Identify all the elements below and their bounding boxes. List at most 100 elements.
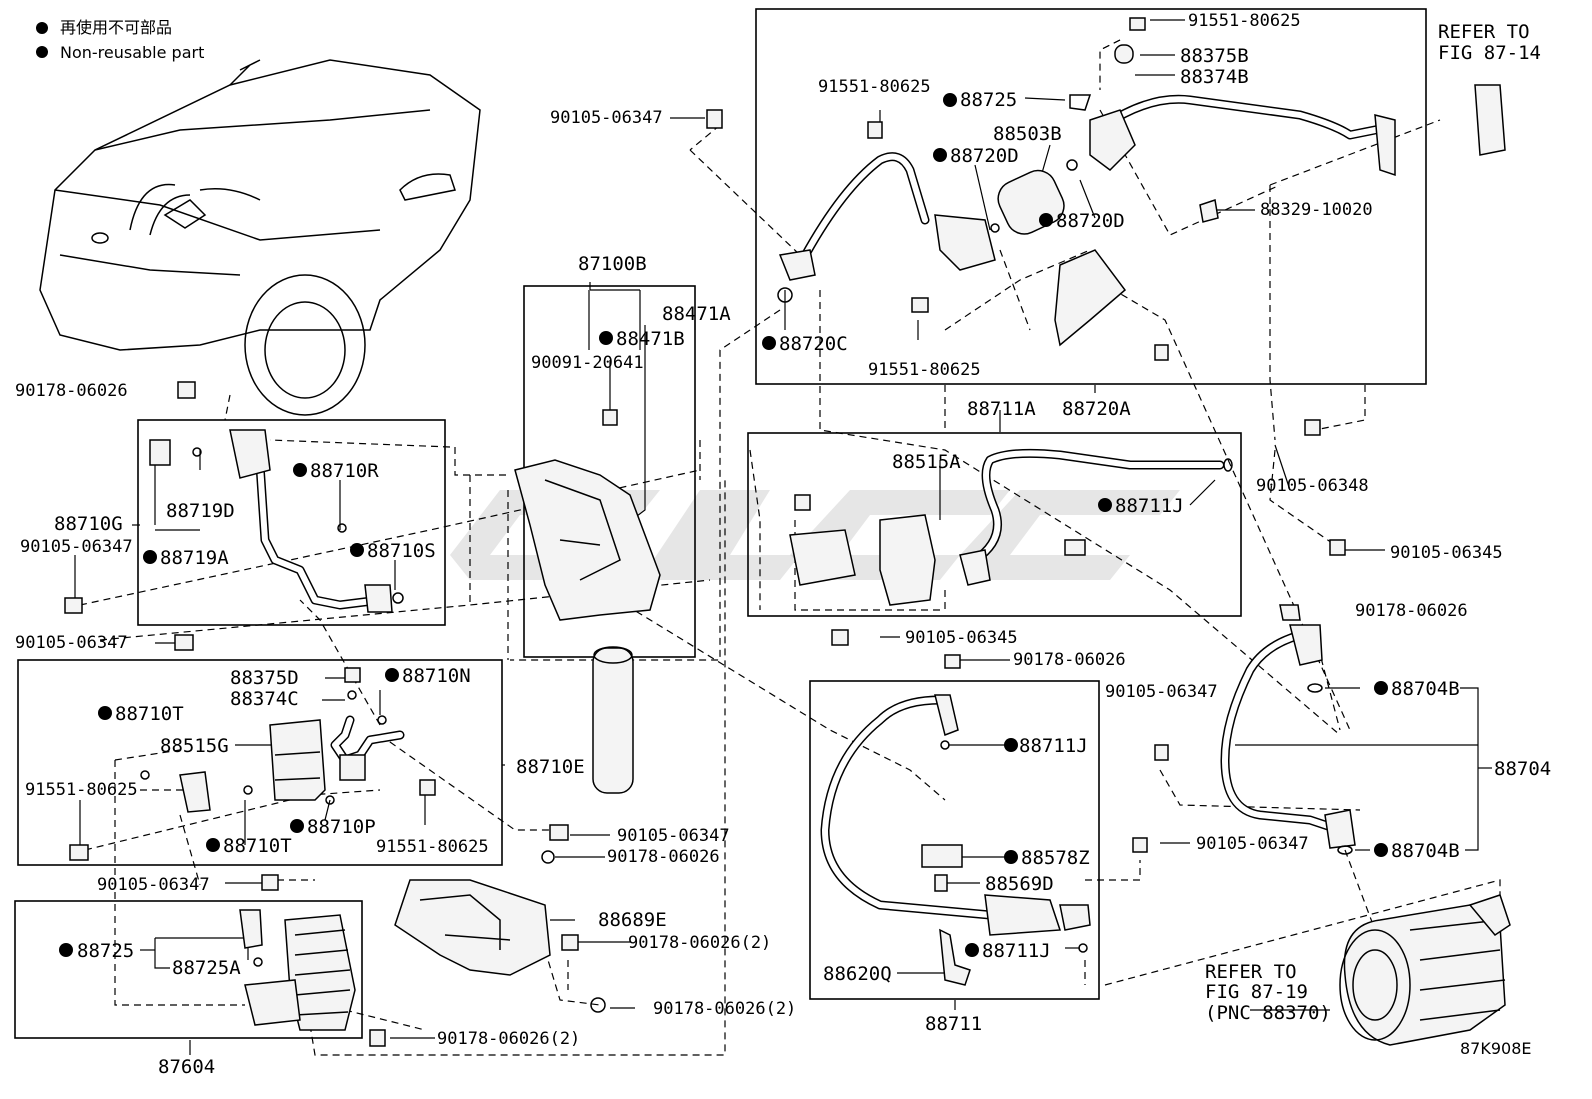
non-reusable-dot-icon — [933, 148, 947, 162]
refer-line: (PNC 88370) — [1205, 1002, 1331, 1024]
part-label: 88704B — [1391, 840, 1460, 862]
part-label: 88710S — [367, 540, 436, 562]
refer-line: REFER TO — [1205, 961, 1297, 983]
pipe-88710g-parts — [64, 381, 404, 651]
part-label: 90091-20641 — [531, 353, 644, 373]
non-reusable-dot-icon — [599, 331, 613, 345]
part-label: 90105-06347 — [20, 537, 133, 557]
part-label: 88515G — [160, 735, 229, 757]
non-reusable-dot-icon — [1039, 213, 1053, 227]
part-label: 90178-06026 — [1013, 650, 1126, 670]
chiller-87604-parts — [239, 909, 386, 1047]
non-reusable-dot-icon — [98, 706, 112, 720]
non-reusable-dot-icon — [350, 543, 364, 557]
part-label: 90105-06347 — [15, 633, 128, 653]
part-label: 88711J — [1115, 495, 1184, 517]
pipe-88710e-parts — [69, 667, 569, 891]
box-suction-hose-group — [755, 8, 1427, 385]
part-label: 88578Z — [1021, 847, 1090, 869]
part-label: 91551-80625 — [25, 780, 138, 800]
part-label: 87100B — [578, 253, 647, 275]
legend-dot-icon — [36, 22, 48, 34]
non-reusable-dot-icon — [1004, 850, 1018, 864]
non-reusable-dot-icon — [59, 943, 73, 957]
part-label: 90178-06026(2) — [653, 999, 796, 1019]
part-label: 90105-06347 — [1196, 834, 1309, 854]
part-label: 91551-80625 — [818, 77, 931, 97]
hose-88711-parts — [820, 654, 1169, 986]
box-88711-group — [809, 680, 1100, 1000]
part-label: 88375B — [1180, 45, 1249, 67]
refer-line: FIG 87-19 — [1205, 981, 1308, 1003]
part-label: 88711J — [1019, 735, 1088, 757]
part-label: 88710E — [516, 756, 585, 778]
part-label: 88471B — [616, 328, 685, 350]
part-label: 90178-06026(2) — [437, 1029, 580, 1049]
legend-en: Non-reusable part — [60, 43, 204, 62]
part-label: 88710R — [310, 460, 379, 482]
part-label: 90178-06026 — [1355, 601, 1468, 621]
compressor — [1339, 894, 1511, 1046]
bracket-88689e-parts — [394, 879, 606, 1013]
hose-88711a-parts — [789, 419, 1346, 646]
part-label: 88515A — [892, 451, 961, 473]
suction-hose-parts — [706, 17, 1506, 361]
part-label: 88725 — [960, 89, 1017, 111]
hose-88704-parts — [1220, 604, 1511, 1046]
part-label: 88704B — [1391, 678, 1460, 700]
part-label: 88503B — [993, 123, 1062, 145]
non-reusable-dot-icon — [385, 668, 399, 682]
non-reusable-dot-icon — [762, 336, 776, 350]
part-label: 88719A — [160, 547, 229, 569]
diagram-code: 87K908E — [1460, 1039, 1532, 1058]
non-reusable-dot-icon — [1004, 738, 1018, 752]
part-label: 90178-06026(2) — [628, 933, 771, 953]
refer-line: FIG 87-14 — [1438, 42, 1541, 64]
part-label: 88720D — [950, 145, 1019, 167]
refer-note-bottom: REFER TO FIG 87-19 (PNC 88370) — [1205, 961, 1331, 1024]
non-reusable-dot-icon — [1374, 681, 1388, 695]
part-label: 88720C — [779, 333, 848, 355]
box-88710g-group — [137, 419, 446, 626]
refer-line: REFER TO — [1438, 21, 1530, 43]
legend-dot-icon — [36, 46, 48, 58]
part-label: 91551-80625 — [1188, 11, 1301, 31]
vehicle-illustration — [39, 59, 481, 416]
non-reusable-dot-icon — [206, 838, 220, 852]
part-label: 88374B — [1180, 66, 1249, 88]
part-label: 88710T — [223, 835, 292, 857]
part-label: 90105-06348 — [1256, 476, 1369, 496]
non-reusable-dot-icon — [293, 463, 307, 477]
part-label: 88720A — [1062, 398, 1131, 420]
part-label: 88704 — [1494, 758, 1551, 780]
part-label: 90105-06347 — [1105, 682, 1218, 702]
part-label: 88710P — [307, 816, 376, 838]
non-reusable-dot-icon — [943, 93, 957, 107]
part-label: 90105-06345 — [1390, 543, 1503, 563]
part-label: 88720D — [1056, 210, 1125, 232]
part-label: 88329-10020 — [1260, 200, 1373, 220]
dashed-leaders — [79, 39, 1501, 1056]
part-label: 90105-06347 — [97, 875, 210, 895]
part-label: 90105-06345 — [905, 628, 1018, 648]
part-label: 88710G — [54, 513, 123, 535]
part-label: 87604 — [158, 1056, 215, 1078]
part-label: 90105-06347 — [617, 826, 730, 846]
box-88710e-group — [17, 659, 503, 866]
part-label: 88710T — [115, 703, 184, 725]
box-88711a-group — [747, 432, 1242, 617]
part-label: 88689E — [598, 909, 667, 931]
part-label: 88725 — [77, 940, 134, 962]
solid-leaders — [74, 19, 1492, 1055]
part-label: 91551-80625 — [376, 837, 489, 857]
part-label: 88620Q — [823, 963, 892, 985]
non-reusable-dot-icon — [1374, 843, 1388, 857]
part-label: 88719D — [166, 500, 235, 522]
non-reusable-dot-icon — [290, 819, 304, 833]
refer-note-top: REFER TO FIG 87-14 — [1438, 21, 1541, 64]
part-label: 88375D — [230, 667, 299, 689]
part-label: 90105-06347 — [550, 108, 663, 128]
legend: 再使用不可部品 Non-reusable part — [36, 18, 204, 62]
non-reusable-dot-icon — [965, 943, 979, 957]
part-label: 88374C — [230, 688, 299, 710]
